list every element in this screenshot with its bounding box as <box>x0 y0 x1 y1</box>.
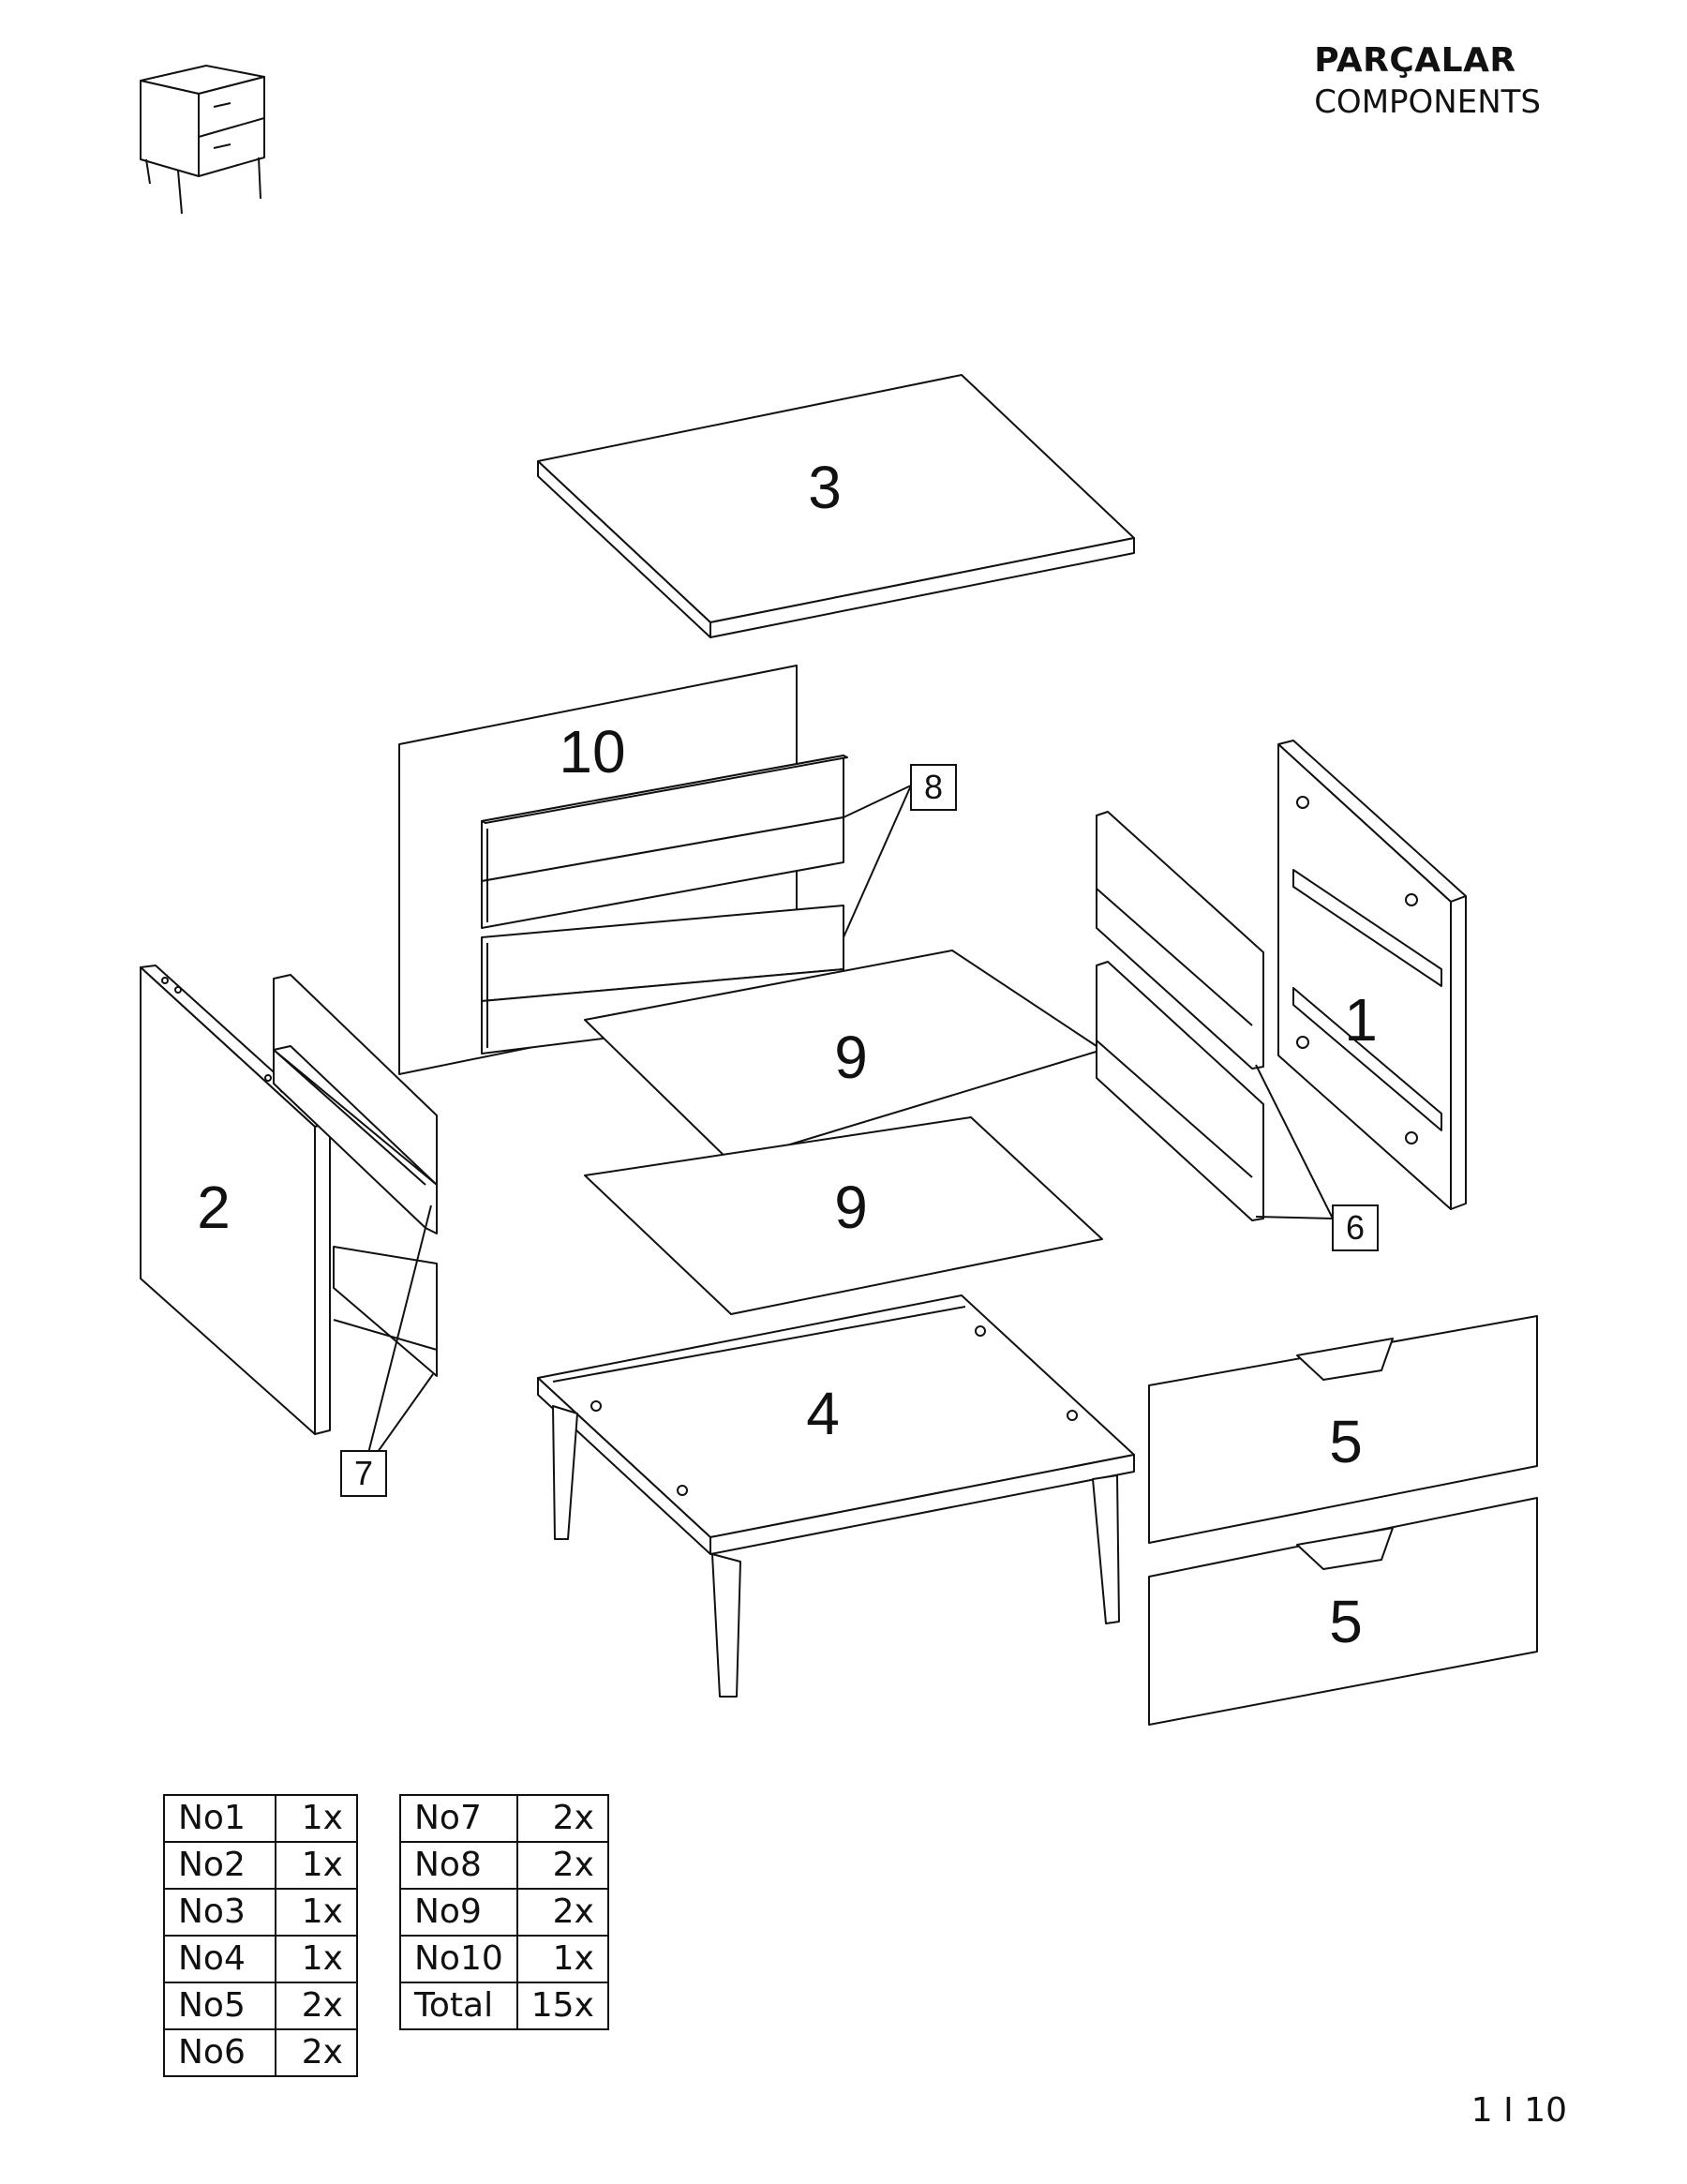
part-no: No7 <box>399 1794 518 1843</box>
part-qty: 2x <box>275 1982 358 2030</box>
part-no: No5 <box>162 1982 277 2030</box>
label-part-4: 4 <box>806 1380 840 1447</box>
label-part-5a: 5 <box>1329 1408 1363 1475</box>
part-no: No4 <box>162 1935 277 1983</box>
part-qty: 2x <box>275 2028 358 2077</box>
part-no: No6 <box>162 2028 277 2077</box>
part-qty: 2x <box>515 1794 609 1843</box>
label-part-9a: 9 <box>834 1024 868 1091</box>
part-5-drawer-fronts <box>1148 1315 1538 1726</box>
label-part-10: 10 <box>559 718 625 785</box>
part-qty: 1x <box>275 1794 358 1843</box>
label-part-9b: 9 <box>834 1174 868 1241</box>
part-9-boards <box>584 950 1103 1315</box>
page-number: 1 I 10 <box>1471 2091 1567 2130</box>
page-subtitle: COMPONENTS <box>1314 83 1541 121</box>
part-6-drawer-sides <box>1096 811 1264 1221</box>
part-qty: 1x <box>515 1935 609 1983</box>
label-part-7: 7 <box>354 1454 373 1492</box>
part-7-drawer-sides <box>273 974 438 1377</box>
part-no: No9 <box>399 1888 518 1937</box>
part-qty: 2x <box>515 1888 609 1937</box>
label-part-5b: 5 <box>1329 1588 1363 1655</box>
callout-box-7 <box>340 1450 387 1497</box>
part-no: No2 <box>162 1841 277 1890</box>
label-part-3: 3 <box>808 454 842 521</box>
part-qty: 1x <box>275 1841 358 1890</box>
label-part-2: 2 <box>197 1174 231 1241</box>
part-qty: 2x <box>515 1841 609 1890</box>
page-title: PARÇALAR <box>1314 41 1516 80</box>
part-qty: 1x <box>275 1888 358 1937</box>
label-part-6: 6 <box>1346 1208 1365 1247</box>
part-1-right-side-panel <box>1277 740 1467 1210</box>
part-no: No1 <box>162 1794 277 1843</box>
callout-box-6 <box>1332 1204 1379 1251</box>
part-no: No8 <box>399 1841 518 1890</box>
part-4-base-with-legs <box>537 1294 1135 1698</box>
nightstand-thumbnail-icon <box>140 65 265 215</box>
part-3-top-panel <box>537 374 1135 638</box>
part-qty: 1x <box>275 1935 358 1983</box>
part-no: No3 <box>162 1888 277 1937</box>
part-no: No10 <box>399 1935 518 1983</box>
part-no: Total <box>399 1982 518 2030</box>
label-part-1: 1 <box>1344 986 1378 1054</box>
callout-leaders <box>363 785 1334 1473</box>
label-part-8: 8 <box>924 768 943 806</box>
page-header: PARÇALAR COMPONENTS <box>1314 41 1541 121</box>
callout-box-8 <box>910 764 957 811</box>
part-qty: 15x <box>515 1982 609 2030</box>
